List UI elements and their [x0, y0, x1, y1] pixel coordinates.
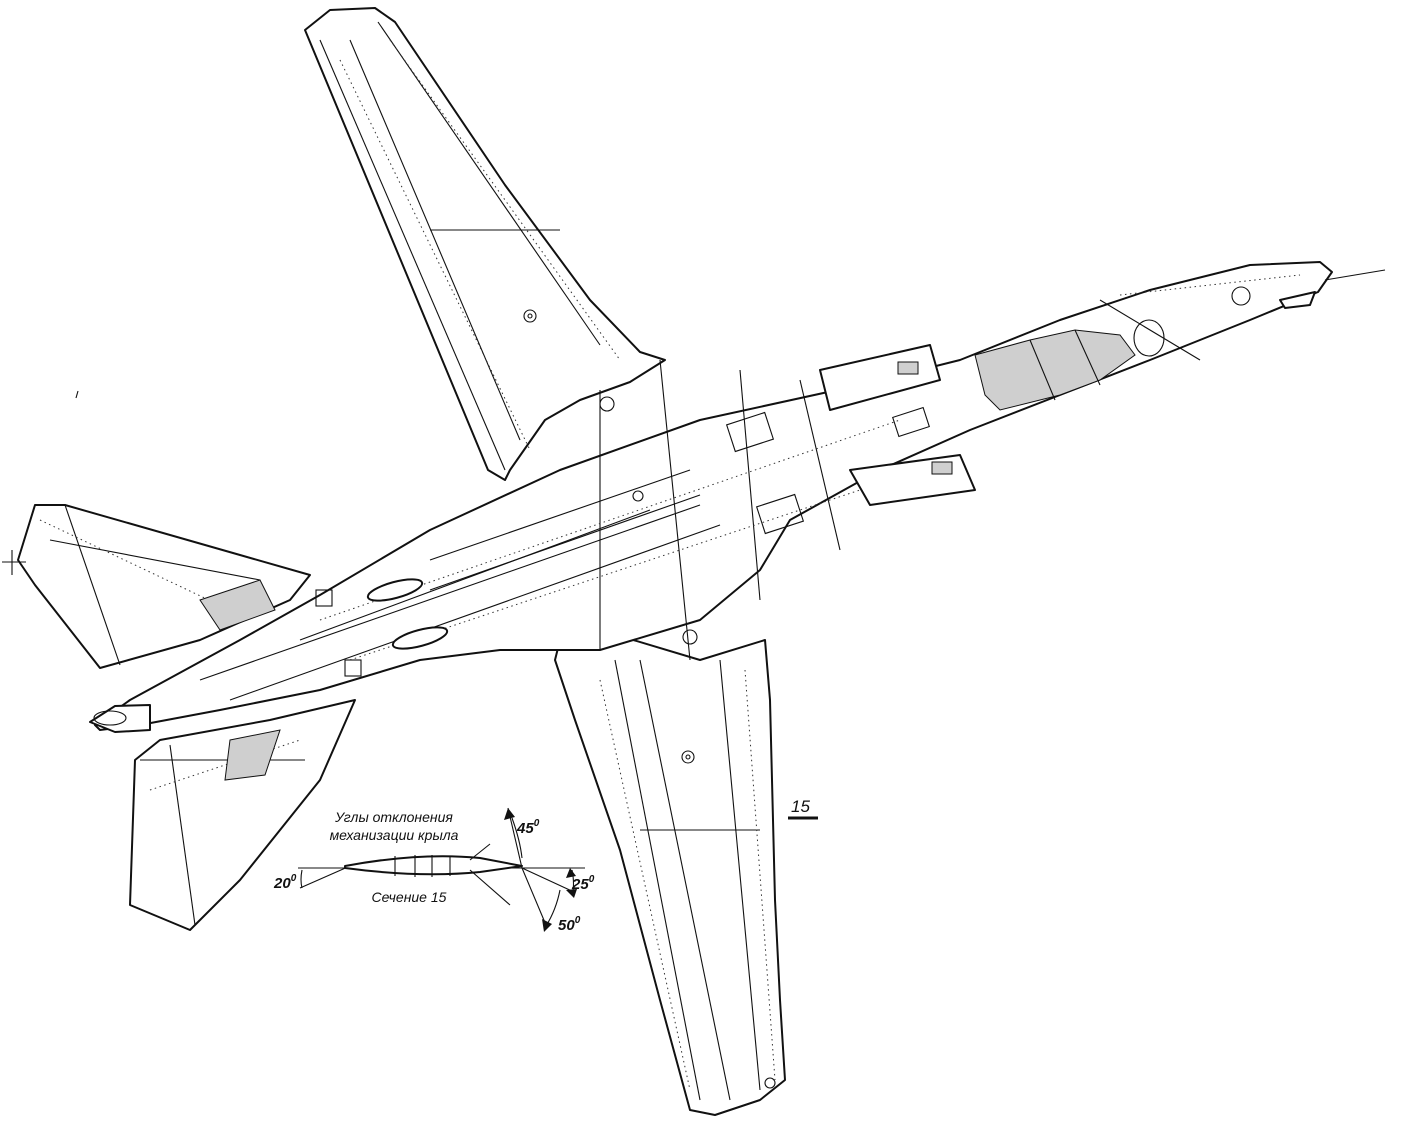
angle-25-label: 250 [571, 874, 595, 893]
air-intakes [819, 344, 976, 506]
arc-20 [300, 869, 303, 889]
section-marker-label: 15 [791, 797, 810, 816]
pitot-probe [1279, 269, 1386, 309]
lower-stabilizer [129, 699, 356, 931]
pylons [366, 578, 449, 650]
inset-title-line1: Углы отклонения [334, 809, 453, 825]
exhaust-nozzle [89, 704, 151, 733]
stray-mark [75, 390, 79, 399]
angle-45-label: 450 [516, 818, 540, 837]
deflection-inset: Углы отклонения механизации крыла 200 45… [273, 807, 595, 934]
section-marker: 15 [788, 797, 818, 820]
arc-45 [511, 817, 523, 859]
inset-title-line2: механизации крыла [330, 827, 459, 843]
upper-stabilizer [2, 504, 311, 669]
angle-50-label: 500 [558, 915, 581, 934]
cockpit-canopy [974, 319, 1165, 411]
airfoil-section [344, 855, 523, 876]
angle-20-label: 200 [273, 873, 297, 892]
upper-wing [304, 7, 666, 481]
lower-wing [554, 629, 786, 1116]
section-label: Сечение 15 [372, 889, 447, 905]
